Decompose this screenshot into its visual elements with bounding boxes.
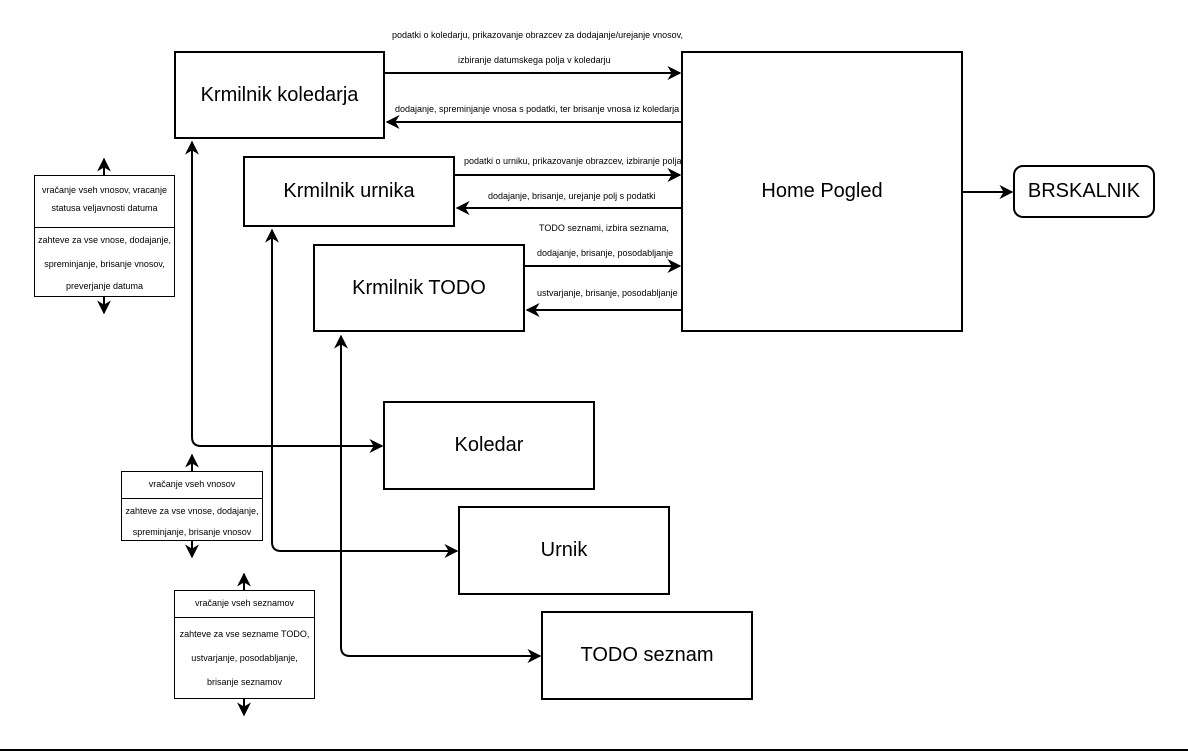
page-bottom-border bbox=[0, 749, 1188, 751]
note-line: preverjanje datuma bbox=[65, 281, 144, 291]
label-koledar-to-home-2: izbiranje datumskega polja v koledarju bbox=[458, 55, 611, 65]
note-line: statusa veljavnosti datuma bbox=[51, 203, 158, 213]
label-home-to-todo: ustvarjanje, brisanje, posodabljanje bbox=[537, 288, 678, 298]
urnik-box[interactable]: Urnik bbox=[458, 506, 670, 595]
note-line: zahteve za vse vnose, dodajanje, bbox=[125, 506, 259, 516]
note-line: vračanje vseh vnosov, vracanje bbox=[42, 185, 167, 195]
label-urnik-to-home: podatki o urniku, prikazovanje obrazcev,… bbox=[464, 156, 682, 166]
note-urnik-returns: vračanje vseh vnosov bbox=[122, 472, 262, 499]
brskalnik-box[interactable]: BRSKALNIK bbox=[1013, 165, 1155, 218]
arrow-todo-todo-seznam bbox=[334, 334, 542, 663]
note-line: ustvarjanje, posodabljanje, bbox=[191, 653, 298, 663]
todo-seznam-box[interactable]: TODO seznam bbox=[541, 611, 753, 700]
note-line: brisanje seznamov bbox=[206, 677, 283, 687]
note-koledar-returns: vračanje vseh vnosov, vracanje statusa v… bbox=[35, 176, 174, 228]
note-line: spreminjanje, brisanje vnosov bbox=[132, 527, 252, 537]
arrow-koledarja-koledar bbox=[185, 140, 384, 453]
label-todo-to-home-2: dodajanje, brisanje, posodabljanje bbox=[537, 248, 674, 258]
note-line: zahteve za vse sezname TODO, bbox=[179, 629, 310, 639]
label-home-to-urnik: dodajanje, brisanje, urejanje polj s pod… bbox=[488, 191, 656, 201]
arrow-urnika-urnik bbox=[265, 228, 459, 558]
krmilnik-todo-box[interactable]: Krmilnik TODO bbox=[313, 244, 525, 332]
home-pogled-box[interactable]: Home Pogled bbox=[681, 51, 963, 332]
note-koledar: vračanje vseh vnosov, vracanje statusa v… bbox=[34, 175, 175, 297]
note-urnik: vračanje vseh vnosov zahteve za vse vnos… bbox=[121, 471, 263, 541]
label-home-to-koledar: dodajanje, spreminjanje vnosa s podatki,… bbox=[395, 104, 680, 114]
label-todo-to-home-1: TODO seznami, izbira seznama, bbox=[539, 223, 669, 233]
krmilnik-urnika-box[interactable]: Krmilnik urnika bbox=[243, 156, 455, 227]
note-todo: vračanje vseh seznamov zahteve za vse se… bbox=[174, 590, 315, 699]
note-line: zahteve za vse vnose, dodajanje, bbox=[37, 235, 172, 245]
koledar-box[interactable]: Koledar bbox=[383, 401, 595, 490]
note-koledar-requests: zahteve za vse vnose, dodajanje, spremin… bbox=[35, 228, 174, 296]
note-line: spreminjanje, brisanje vnosov, bbox=[44, 259, 165, 269]
note-urnik-requests: zahteve za vse vnose, dodajanje, spremin… bbox=[122, 499, 262, 541]
label-koledar-to-home-1: podatki o koledarju, prikazovanje obrazc… bbox=[392, 30, 684, 40]
krmilnik-koledarja-box[interactable]: Krmilnik koledarja bbox=[174, 51, 385, 139]
note-todo-returns: vračanje vseh seznamov bbox=[175, 591, 314, 618]
note-line: vračanje vseh vnosov bbox=[148, 479, 236, 489]
note-line: vračanje vseh seznamov bbox=[194, 598, 295, 608]
note-todo-requests: zahteve za vse sezname TODO, ustvarjanje… bbox=[175, 618, 314, 694]
